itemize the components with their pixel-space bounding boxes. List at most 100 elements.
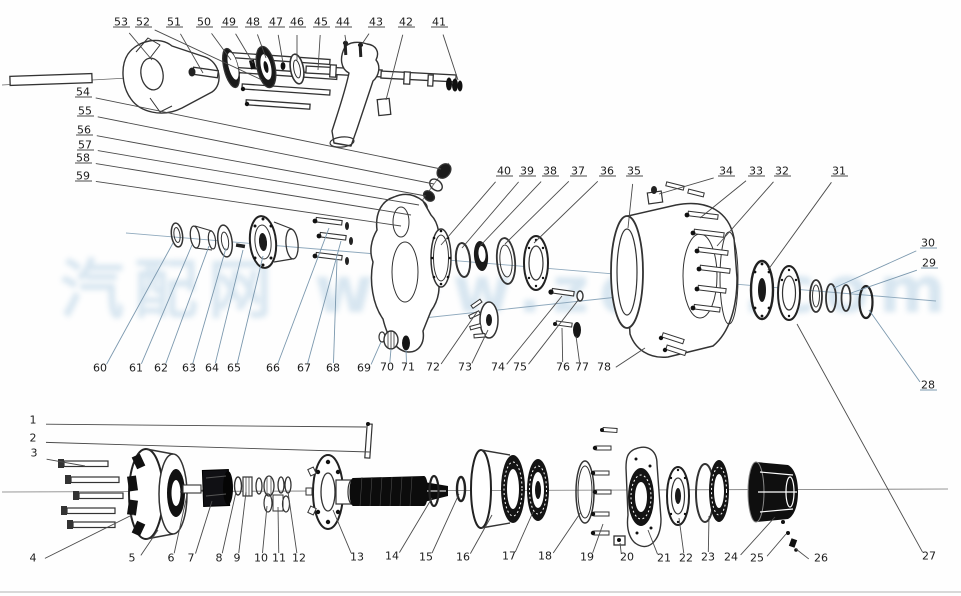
part-dot bbox=[261, 263, 265, 267]
part-shape bbox=[825, 283, 837, 313]
part-dot bbox=[432, 275, 436, 279]
part-line bbox=[759, 471, 794, 476]
part-line bbox=[145, 533, 174, 540]
part-label-16: 16 bbox=[456, 551, 470, 564]
leader-line-73 bbox=[471, 329, 489, 364]
leader-line-10 bbox=[262, 505, 268, 554]
part-dot bbox=[634, 457, 638, 461]
part-shape bbox=[370, 193, 440, 353]
part-dot bbox=[312, 253, 318, 259]
part-shape bbox=[280, 62, 286, 70]
leader-line-13 bbox=[332, 509, 352, 554]
leader-line-72 bbox=[440, 311, 478, 365]
leader-line-51 bbox=[180, 33, 204, 74]
part-shape bbox=[593, 470, 610, 476]
part-shape bbox=[675, 488, 681, 504]
leader-line-44 bbox=[344, 34, 347, 43]
part-label-8: 8 bbox=[216, 552, 223, 565]
part-shape bbox=[182, 484, 202, 494]
leader-line-43 bbox=[361, 33, 370, 45]
part-shape bbox=[307, 505, 317, 516]
part-label-31: 31 bbox=[832, 165, 846, 178]
part-label-7: 7 bbox=[188, 552, 195, 565]
part-shape bbox=[65, 475, 71, 484]
part-label-53: 53 bbox=[114, 16, 128, 29]
part-dot bbox=[335, 469, 341, 475]
leader-line-58 bbox=[95, 163, 412, 216]
part-dot bbox=[753, 306, 757, 310]
leader-line-19 bbox=[592, 523, 604, 554]
part-line bbox=[205, 493, 227, 497]
part-shape bbox=[258, 233, 268, 251]
part-shape bbox=[625, 202, 738, 358]
part-shape bbox=[320, 472, 336, 512]
part-shape bbox=[424, 482, 448, 502]
part-shape bbox=[207, 230, 217, 250]
part-shape bbox=[305, 487, 313, 496]
part-label-23: 23 bbox=[701, 551, 715, 564]
part-shape bbox=[277, 476, 285, 494]
part-shape bbox=[263, 475, 275, 497]
part-label-47: 47 bbox=[269, 16, 283, 29]
part-shape bbox=[665, 344, 687, 357]
part-label-52: 52 bbox=[136, 16, 150, 29]
part-dot bbox=[315, 469, 321, 475]
part-shape bbox=[577, 465, 593, 519]
part-shape bbox=[630, 474, 652, 520]
part-shape bbox=[67, 520, 73, 529]
part-dot bbox=[635, 531, 639, 535]
part-shape bbox=[468, 310, 481, 320]
part-label-26: 26 bbox=[814, 552, 828, 565]
part-dot bbox=[780, 278, 784, 282]
leader-line-31 bbox=[767, 182, 832, 271]
part-shape bbox=[777, 265, 801, 321]
part-shape bbox=[235, 243, 246, 249]
part-dot bbox=[617, 538, 621, 542]
part-shape bbox=[428, 474, 440, 508]
part-shape bbox=[216, 224, 234, 258]
part-shape bbox=[292, 59, 302, 79]
part-line bbox=[409, 476, 413, 507]
part-shape bbox=[478, 246, 486, 262]
part-label-30: 30 bbox=[921, 237, 935, 250]
part-shape bbox=[78, 492, 124, 500]
leader-line-30 bbox=[833, 250, 917, 289]
leader-line-50 bbox=[211, 33, 232, 61]
part-line bbox=[480, 449, 511, 456]
leader-line-48 bbox=[256, 34, 267, 59]
part-label-22: 22 bbox=[679, 552, 693, 565]
part-shape bbox=[454, 242, 472, 278]
part-dot bbox=[253, 224, 257, 228]
part-shape bbox=[357, 42, 364, 48]
part-label-39: 39 bbox=[520, 165, 534, 178]
part-dot bbox=[649, 526, 653, 530]
leader-line-1 bbox=[45, 423, 367, 428]
part-shape bbox=[593, 530, 610, 536]
part-shape bbox=[455, 475, 467, 503]
leader-line-23 bbox=[707, 515, 710, 553]
part-dot bbox=[676, 520, 680, 524]
part-shape bbox=[135, 37, 161, 59]
part-dot bbox=[760, 314, 764, 318]
part-shape bbox=[241, 83, 331, 96]
part-dot bbox=[694, 248, 700, 254]
part-shape bbox=[433, 234, 449, 282]
part-label-4: 4 bbox=[30, 552, 37, 565]
leader-line-69 bbox=[370, 341, 382, 365]
part-shape bbox=[610, 215, 644, 329]
leader-line-20 bbox=[619, 542, 622, 554]
part-shape bbox=[70, 476, 120, 484]
part-dot bbox=[541, 246, 545, 250]
part-label-56: 56 bbox=[77, 124, 91, 137]
part-shape bbox=[651, 186, 657, 194]
part-shape bbox=[470, 298, 483, 310]
part-label-32: 32 bbox=[775, 165, 789, 178]
leader-line-7 bbox=[195, 500, 213, 554]
part-line bbox=[399, 476, 403, 507]
part-dot bbox=[325, 459, 331, 465]
leader-line-26 bbox=[795, 548, 810, 560]
part-shape bbox=[446, 77, 452, 91]
part-shape bbox=[349, 237, 353, 245]
part-shape bbox=[748, 462, 764, 522]
part-line bbox=[205, 475, 227, 479]
